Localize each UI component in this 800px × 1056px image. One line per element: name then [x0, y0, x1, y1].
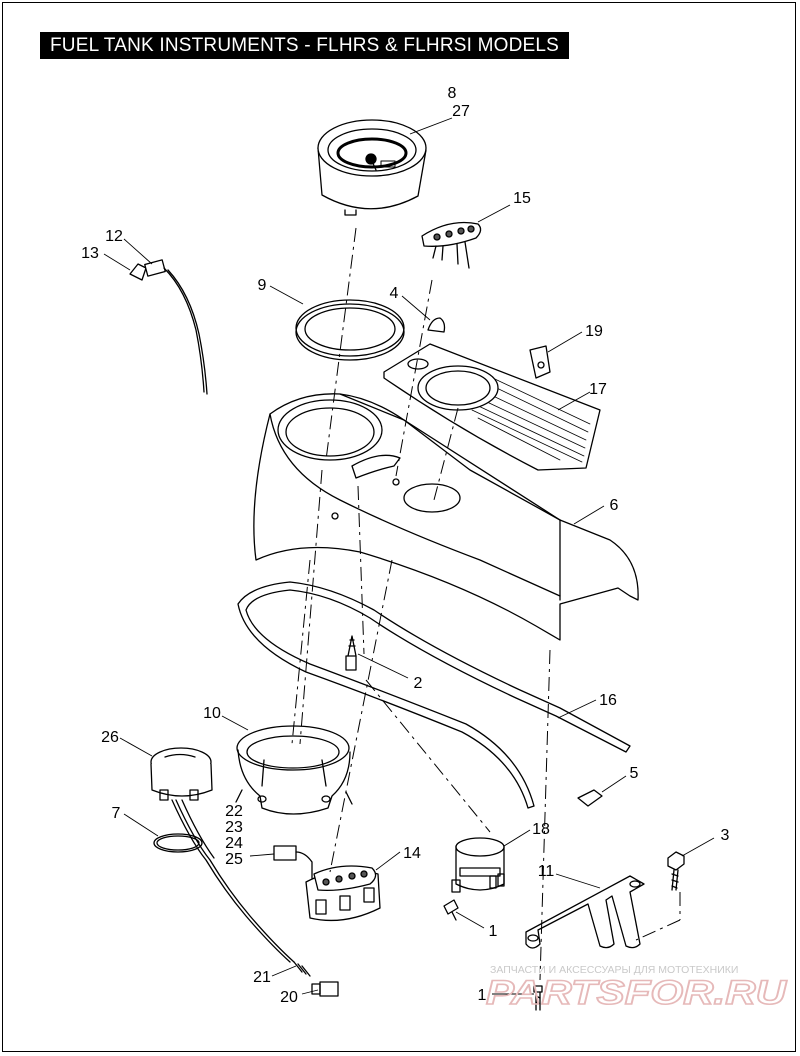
callout-15: 15: [513, 190, 531, 207]
callout-14: 14: [403, 845, 421, 862]
indicator-lamp-housing-part: [305, 865, 381, 922]
speedometer-part: [317, 119, 427, 216]
stud-part: [345, 635, 357, 671]
oil-pressure-switch-part: [129, 259, 208, 395]
callout-27: 27: [452, 103, 470, 120]
indicator-lens-part: [427, 317, 446, 333]
callout-24: 24: [225, 835, 243, 852]
terminal-housing-part: [293, 961, 339, 997]
terminal-part: [577, 789, 603, 807]
page-title: FUEL TANK INSTRUMENTS - FLHRS & FLHRSI M…: [40, 32, 570, 59]
callout-25: 25: [225, 851, 243, 868]
gauge-housing-part: [235, 725, 353, 815]
callout-3: 3: [721, 827, 730, 844]
indicator-lamp-bracket-part: [421, 221, 482, 269]
callout-22: 22: [225, 803, 243, 820]
callout-20: 20: [280, 989, 298, 1006]
callout-21: 21: [253, 969, 271, 986]
gauge-gasket-ring-part: [295, 299, 405, 361]
callout-6: 6: [610, 497, 619, 514]
callout-7: 7: [112, 805, 121, 822]
relay-part: [451, 837, 505, 893]
console-gasket-part: [237, 581, 631, 809]
callout-9: 9: [258, 277, 267, 294]
callout-10: 10: [203, 705, 221, 722]
console-housing-part: [253, 393, 639, 641]
clip-part: [529, 345, 551, 379]
console-trim-panel-part: [383, 343, 601, 471]
o-ring-part: [153, 833, 203, 853]
callout-1-lower: 1: [478, 987, 487, 1004]
callout-1-upper: 1: [489, 923, 498, 940]
bracket-part: [525, 875, 645, 949]
callout-16: 16: [599, 692, 617, 709]
connector-part: [273, 845, 313, 879]
callout-4: 4: [390, 285, 399, 302]
callout-13: 13: [81, 245, 99, 262]
screw-part-lower: [533, 985, 543, 1011]
callout-5: 5: [630, 765, 639, 782]
callout-17: 17: [589, 381, 607, 398]
callout-19: 19: [585, 323, 603, 340]
callout-12: 12: [105, 228, 123, 245]
screw-part-upper: [443, 899, 459, 921]
callout-2: 2: [414, 675, 423, 692]
callout-11: 11: [538, 863, 555, 880]
screw-part-3: [667, 851, 685, 891]
watermark-logo: PARTSFOR.RU: [486, 974, 788, 1012]
callout-26: 26: [101, 729, 119, 746]
watermark-text: ЗАПЧАСТИ И АКСЕССУАРЫ ДЛЯ МОТОТЕХНИКИ: [490, 964, 738, 976]
callout-23: 23: [225, 819, 243, 836]
gauge-part: [150, 747, 295, 963]
callout-18: 18: [532, 821, 550, 838]
callout-8: 8: [448, 85, 457, 102]
